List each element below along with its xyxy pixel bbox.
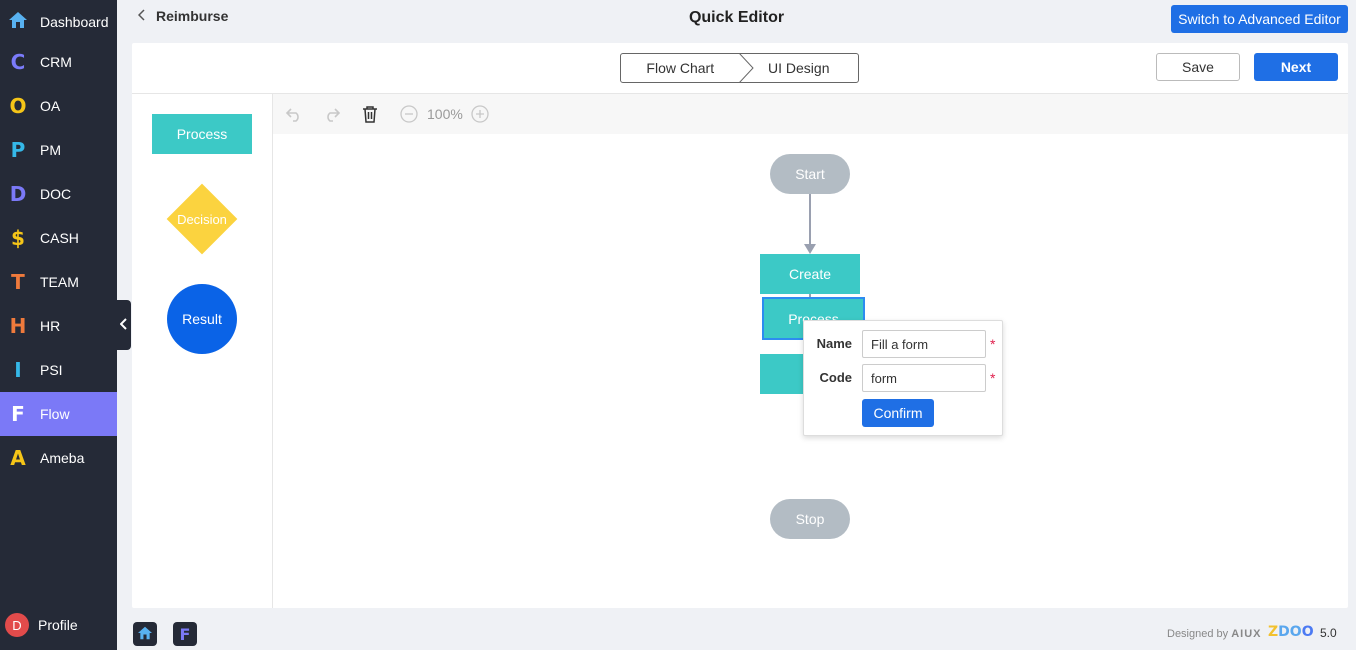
sidebar-item-crm[interactable]: C CRM (0, 40, 117, 84)
sidebar-item-flow[interactable]: F Flow (0, 392, 117, 436)
sidebar-item-oa[interactable]: O OA (0, 84, 117, 128)
flow-node-create[interactable]: Create (760, 254, 860, 294)
flow-letter-icon: F (179, 624, 191, 644)
designed-by-label: Designed by (1167, 628, 1229, 640)
sidebar-item-label: Dashboard (40, 14, 109, 30)
flow-node-start[interactable]: Start (770, 154, 850, 194)
decision-label: Decision (177, 211, 227, 227)
avatar: D (5, 613, 29, 637)
sidebar-item-label: Flow (40, 406, 70, 422)
sidebar-item-cash[interactable]: $ CASH (0, 216, 117, 260)
required-mark: * (990, 336, 996, 352)
sidebar-item-label: TEAM (40, 274, 79, 290)
panel-header: Flow Chart UI Design Save Next (132, 43, 1348, 94)
redo-icon[interactable] (322, 104, 342, 124)
code-row: Code * (804, 364, 1004, 392)
sidebar-item-pm[interactable]: P PM (0, 128, 117, 172)
shape-palette: Process Decision Result (132, 94, 273, 608)
hr-letter-icon: H (9, 314, 27, 338)
step-separator-icon (739, 54, 754, 82)
node-edit-popover: Name * Code * Confirm (803, 320, 1003, 436)
canvas-toolbar: 100% (273, 94, 1348, 134)
step-tabs: Flow Chart UI Design (620, 53, 859, 83)
zoom-in-icon[interactable] (470, 104, 490, 124)
sidebar-item-ameba[interactable]: A Ameba (0, 436, 117, 480)
profile-label: Profile (38, 617, 78, 633)
zoom-out-icon[interactable] (399, 104, 419, 124)
home-icon (0, 10, 36, 34)
editor-panel: Flow Chart UI Design Save Next Process D… (132, 43, 1348, 608)
pm-letter-icon: P (10, 138, 26, 162)
home-icon (137, 626, 153, 643)
code-field[interactable] (862, 364, 986, 392)
profile-menu[interactable]: D Profile (5, 613, 78, 637)
psi-letter-icon: I (14, 358, 22, 382)
sidebar-item-label: HR (40, 318, 61, 334)
logo-o1: O (1289, 624, 1302, 640)
flow-letter-icon: F (11, 402, 25, 426)
sidebar-item-label: CASH (40, 230, 79, 246)
tab-ui-design[interactable]: UI Design (768, 60, 830, 76)
sidebar-item-label: Ameba (40, 450, 85, 466)
crm-letter-icon: C (10, 50, 26, 74)
sidebar-item-hr[interactable]: H HR (0, 304, 117, 348)
name-label: Name (816, 336, 852, 351)
doc-letter-icon: D (9, 182, 27, 206)
back-link[interactable]: Reimburse (137, 8, 229, 24)
flow-node-stop[interactable]: Stop (770, 499, 850, 539)
required-mark: * (990, 370, 996, 386)
sidebar-item-team[interactable]: T TEAM (0, 260, 117, 304)
logo-d: D (1278, 624, 1290, 640)
chevron-left-icon (137, 8, 146, 24)
sidebar-item-label: PSI (40, 362, 63, 378)
oa-letter-icon: O (9, 94, 27, 118)
next-button[interactable]: Next (1254, 53, 1338, 81)
team-letter-icon: T (11, 270, 25, 294)
sidebar: Dashboard C CRM O OA P PM D DOC $ CASH T… (0, 0, 117, 650)
delete-icon[interactable] (360, 104, 380, 124)
sidebar-collapse-handle[interactable] (117, 300, 131, 350)
footer-app-home[interactable] (133, 622, 157, 646)
cash-letter-icon: $ (11, 226, 25, 250)
logo-z: Z (1268, 624, 1279, 640)
sidebar-item-label: CRM (40, 54, 72, 70)
name-row: Name * (804, 330, 1004, 358)
palette-decision-shape[interactable]: Decision (166, 183, 238, 255)
palette-process-shape[interactable]: Process (152, 114, 252, 154)
switch-advanced-editor-button[interactable]: Switch to Advanced Editor (1171, 5, 1348, 33)
sidebar-item-label: DOC (40, 186, 72, 202)
save-button[interactable]: Save (1156, 53, 1240, 81)
confirm-button[interactable]: Confirm (862, 399, 934, 427)
palette-result-shape[interactable]: Result (167, 284, 237, 354)
tab-flow-chart[interactable]: Flow Chart (646, 60, 715, 76)
sidebar-item-label: OA (40, 98, 61, 114)
logo-o2: O (1301, 624, 1314, 640)
aiux-brand: AIUX (1231, 628, 1262, 640)
name-field[interactable] (862, 330, 986, 358)
back-label: Reimburse (156, 8, 229, 24)
sidebar-item-doc[interactable]: D DOC (0, 172, 117, 216)
version-label: 5.0 (1320, 626, 1337, 640)
ameba-letter-icon: A (10, 446, 26, 470)
footer-app-flow[interactable]: F (173, 622, 197, 646)
sidebar-item-label: PM (40, 142, 61, 158)
designed-by-text: Designed by AIUX (1167, 628, 1262, 640)
sidebar-item-psi[interactable]: I PSI (0, 348, 117, 392)
chevron-left-icon (119, 317, 128, 333)
zoom-level: 100% (427, 106, 463, 122)
sidebar-item-dashboard[interactable]: Dashboard (0, 0, 117, 44)
undo-icon[interactable] (284, 104, 304, 124)
code-label: Code (819, 370, 853, 385)
